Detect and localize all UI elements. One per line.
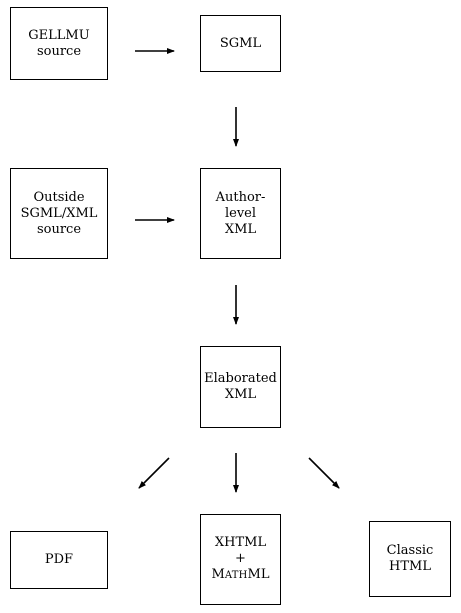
node-elaborated-line1: Elaborated — [204, 371, 277, 386]
node-author-line3: XML — [224, 221, 257, 237]
arrow-elaborated-to-classic — [308, 457, 340, 489]
node-outside-source: Outside SGML/XML source — [10, 168, 108, 259]
node-sgml-label: SGML — [219, 35, 262, 51]
node-outside-line1: Outside — [33, 189, 85, 205]
node-outside-line2: SGML/XML — [20, 205, 98, 221]
node-author-line2: level — [224, 205, 257, 221]
node-pdf: PDF — [10, 531, 108, 589]
node-pdf-label: PDF — [44, 552, 74, 567]
node-gellmu-source: GELLMU source — [10, 7, 108, 80]
arrow-elaborated-to-pdf — [138, 457, 170, 489]
node-author-line1: Author- — [215, 189, 266, 205]
node-xhtml-mathml: XHTML + MATHML — [200, 514, 281, 605]
node-gellmu-line2: source — [36, 43, 82, 59]
node-outside-line3: source — [36, 221, 82, 237]
node-xhtml-line1: XHTML — [214, 535, 267, 550]
mathml-suffix: ML — [247, 567, 270, 582]
mathml-smallcaps: ATH — [224, 570, 248, 581]
node-classic-line2: HTML — [389, 559, 431, 574]
node-xhtml-line3: MATHML — [212, 567, 270, 584]
node-gellmu-line1: GELLMU — [28, 27, 90, 43]
node-sgml: SGML — [200, 15, 281, 72]
node-elaborated-line2: XML — [224, 387, 257, 402]
node-author-level-xml: Author- level XML — [200, 168, 281, 259]
mathml-cap-m: M — [211, 567, 225, 582]
node-xhtml-line2: + — [235, 551, 246, 566]
node-classic-html: Classic HTML — [369, 521, 451, 597]
node-classic-line1: Classic — [386, 543, 434, 558]
node-elaborated-xml: Elaborated XML — [200, 346, 281, 428]
